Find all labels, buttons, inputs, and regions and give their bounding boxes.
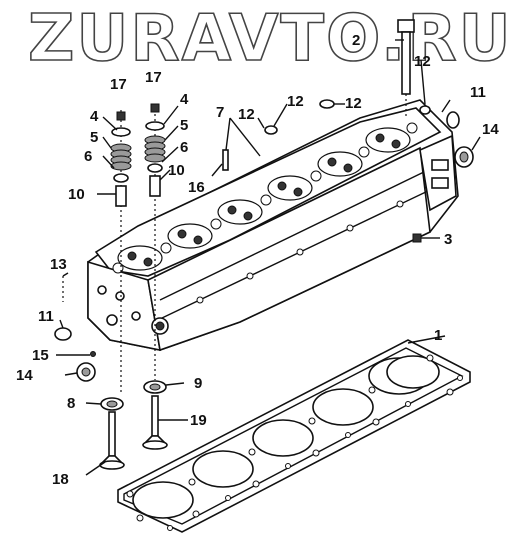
label-part-6-left: 6 — [84, 148, 92, 165]
watermark: ZURAVTO.RU — [28, 2, 513, 76]
label-part-16: 16 — [188, 179, 205, 196]
label-part-12-b: 12 — [345, 95, 362, 112]
label-part-17-left: 17 — [110, 76, 127, 93]
cylinder-head — [87, 99, 459, 352]
label-part-12-c: 12 — [238, 106, 255, 123]
part-labels: 2 12 11 14 12 12 12 7 16 3 1 17 17 4 4 5… — [16, 32, 499, 488]
pin-16 — [222, 149, 229, 171]
label-part-12-a: 12 — [287, 93, 304, 110]
label-part-4-right: 4 — [180, 91, 189, 108]
label-part-14-right: 14 — [482, 121, 499, 138]
screw-3 — [412, 233, 432, 243]
label-part-1: 1 — [434, 327, 442, 344]
label-part-6-right: 6 — [180, 139, 188, 156]
label-part-19: 19 — [190, 412, 207, 429]
label-part-17-right: 17 — [145, 69, 162, 86]
valve-19 — [142, 395, 168, 450]
washer-12-top — [319, 99, 335, 109]
label-part-11-right: 11 — [470, 84, 486, 101]
dowel-15 — [90, 351, 96, 357]
head-bolt — [397, 19, 415, 118]
label-part-7: 7 — [216, 104, 224, 121]
label-part-11-left: 11 — [38, 308, 54, 325]
valve-stack-left — [110, 110, 132, 395]
washer-12-right — [419, 105, 431, 115]
valve-stack-right — [144, 103, 166, 380]
label-part-12-right: 12 — [414, 53, 431, 70]
washer-12-mid — [264, 125, 278, 135]
label-part-5-left: 5 — [90, 129, 98, 146]
leader-lines — [56, 39, 481, 476]
plug-11-right — [446, 111, 460, 129]
label-part-2: 2 — [352, 32, 360, 49]
label-part-8: 8 — [67, 395, 75, 412]
valve-18 — [99, 411, 125, 470]
label-part-14-left: 14 — [16, 367, 33, 384]
head-gasket — [117, 339, 471, 533]
label-part-10-left: 10 — [68, 186, 85, 203]
plug-11-left — [54, 327, 72, 341]
label-part-18: 18 — [52, 471, 69, 488]
label-part-5-right: 5 — [180, 117, 188, 134]
label-part-4-left: 4 — [90, 108, 99, 125]
label-part-15: 15 — [32, 347, 49, 364]
label-part-13: 13 — [50, 256, 67, 273]
label-part-10-right: 10 — [168, 162, 185, 179]
label-part-3: 3 — [444, 231, 452, 248]
label-part-9: 9 — [194, 375, 202, 392]
